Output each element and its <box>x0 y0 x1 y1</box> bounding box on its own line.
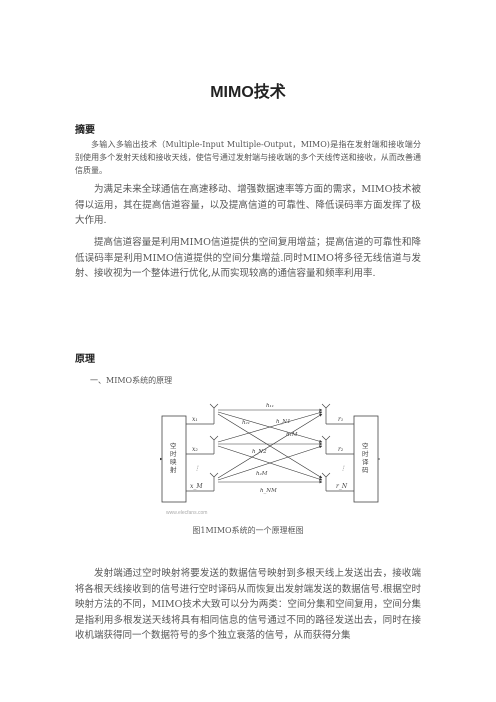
tx-label-dots: ⋮ <box>194 465 200 472</box>
rx-label-1: r₁ <box>338 416 343 423</box>
h-label-1m: h₁M <box>286 432 298 438</box>
h-label-2m: h₂M <box>256 471 268 477</box>
principle-subheading: 一、MIMO系统的原理 <box>90 376 173 385</box>
abstract-paragraph-3: 提高信道容量是利用MIMO信道提供的空间复用增益；提高信道的可靠性和降低误码率是… <box>75 237 421 279</box>
mimo-diagram: 空时映射 空时译码 <box>160 403 380 516</box>
figure-caption: 图1MIMO系统的一个原理框图 <box>192 526 304 535</box>
watermark: www.elecfans.com <box>166 510 207 516</box>
tx-antenna-icon <box>209 403 219 491</box>
principle-heading: 原理 <box>75 354 95 365</box>
rx-label-2: r₂ <box>338 446 344 453</box>
page-title: MIMO技术 <box>210 84 286 101</box>
h-label-n1: h_N1 <box>276 419 291 425</box>
abstract-paragraph-1: 多输入多输出技术（Multiple-Input Multiple-Output，… <box>75 140 421 175</box>
h-label-n2: h_N2 <box>252 449 267 455</box>
channel-paths <box>217 408 323 484</box>
rx-antenna-icon <box>321 403 331 491</box>
abstract-paragraph-2: 为满足未来全球通信在高速移动、增强数据速率等方面的需求，MIMO技术被得以运用，… <box>75 184 421 226</box>
tx-label-2: x₂ <box>192 446 198 453</box>
rx-label-n: r_N <box>336 483 348 490</box>
left-block-label: 空时映射 <box>170 441 177 474</box>
h-label-nm: h_NM <box>260 488 277 494</box>
tx-label-1: x₁ <box>192 416 198 423</box>
right-block-label: 空时译码 <box>362 441 369 474</box>
h-label-11: h₁₁ <box>266 403 274 409</box>
principle-paragraph: 发射端通过空时映射将要发送的数据信号映射到多根天线上发送出去，接收端将各根天线接… <box>75 568 421 641</box>
abstract-heading: 摘要 <box>75 125 95 136</box>
h-label-21: h₂₁ <box>242 420 250 426</box>
rx-label-dots: ⋮ <box>340 465 346 472</box>
tx-label-m: x_M <box>190 483 203 490</box>
